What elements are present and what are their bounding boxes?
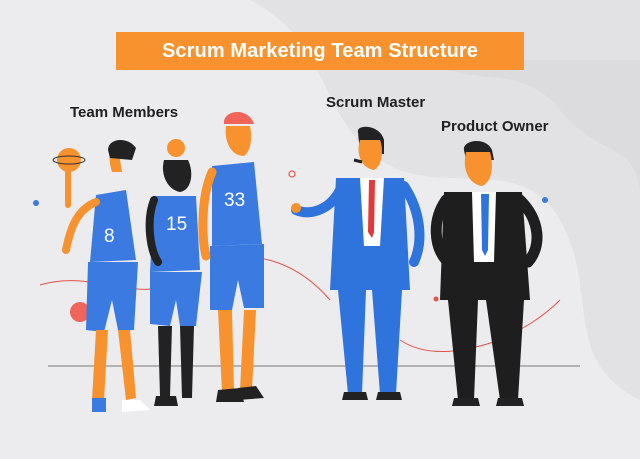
jersey-number-15: 15 bbox=[166, 214, 187, 235]
basketball-icon bbox=[57, 148, 81, 172]
player-33-figure: 33 bbox=[198, 111, 264, 402]
jersey-number-33: 33 bbox=[224, 190, 245, 211]
dot bbox=[542, 197, 548, 203]
team-members-label: Team Members bbox=[70, 104, 179, 121]
title-banner: Scrum Marketing Team Structure bbox=[116, 32, 524, 70]
jersey-number-8: 8 bbox=[104, 226, 115, 247]
player-8-figure: 8 bbox=[52, 139, 150, 412]
title: Scrum Marketing Team Structure bbox=[161, 39, 479, 62]
ring bbox=[288, 170, 296, 178]
dot bbox=[433, 296, 439, 302]
dot bbox=[33, 200, 39, 206]
ball-shape bbox=[70, 302, 90, 322]
product-owner-figure bbox=[430, 140, 543, 406]
scrum-master-figure bbox=[291, 126, 425, 400]
player-15-figure: 15 bbox=[145, 139, 202, 406]
product-owner-label: Product Owner bbox=[441, 118, 549, 135]
scrum-master-label: Scrum Master bbox=[326, 94, 426, 111]
